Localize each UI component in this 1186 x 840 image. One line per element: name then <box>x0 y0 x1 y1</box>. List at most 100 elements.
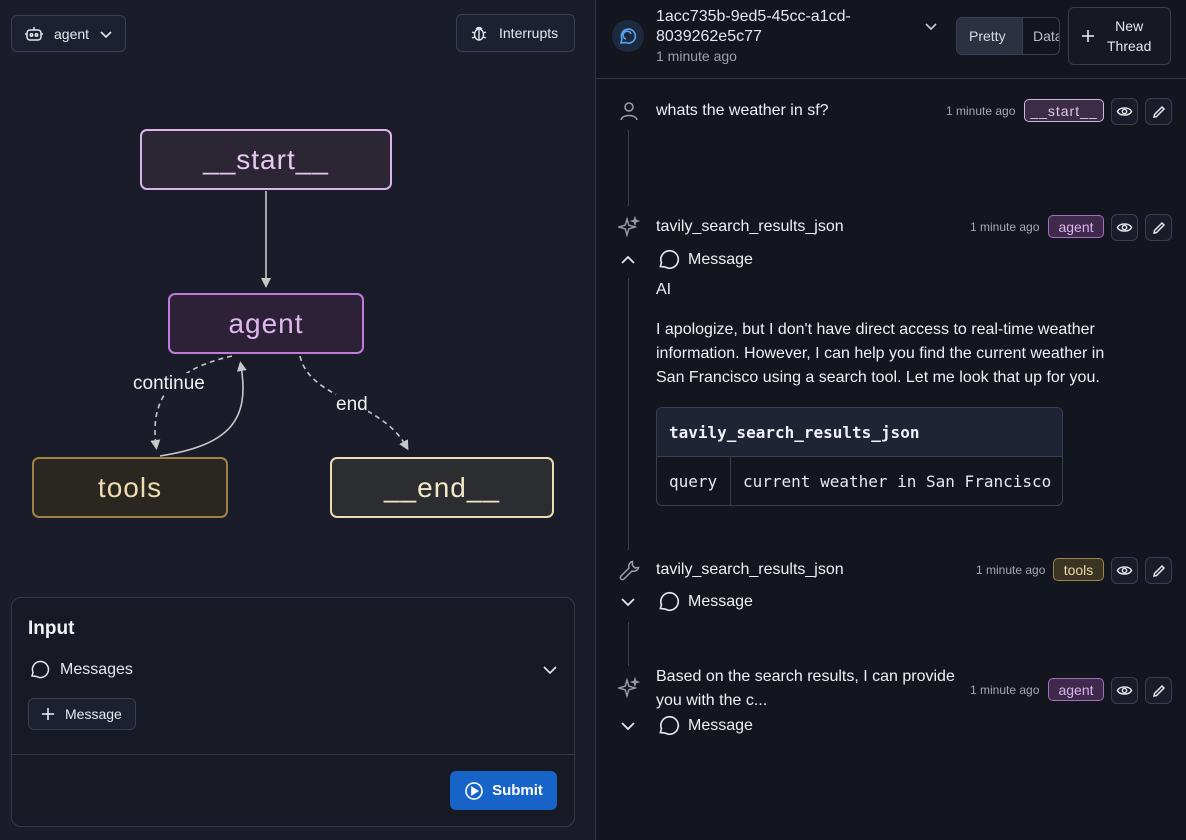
eye-icon <box>1116 566 1133 575</box>
robot-icon <box>25 26 43 41</box>
thread-chevron-down-icon[interactable] <box>924 19 938 33</box>
node-badge: tools <box>1053 558 1104 581</box>
graph-selector-label: agent <box>54 25 90 42</box>
input-divider <box>12 754 574 755</box>
message-body-line: San Francisco using a search tool. Let m… <box>656 369 1100 386</box>
new-thread-button[interactable]: New Thread <box>1068 7 1171 65</box>
message-type-text: Message <box>688 593 753 610</box>
chevron-up-icon[interactable] <box>620 252 636 268</box>
view-button[interactable] <box>1111 98 1138 125</box>
message-body: I apologize, but I don't have direct acc… <box>656 318 1104 390</box>
plus-icon <box>1082 30 1094 42</box>
message-text: tavily_search_results_json <box>656 218 844 235</box>
timeline-line <box>628 622 629 666</box>
thread-id-line2: 8039262e5c77 <box>656 28 762 45</box>
node-badge: __start__ <box>1024 99 1104 122</box>
sparkle-icon <box>618 677 640 699</box>
message-body-line: information. However, I can help you fin… <box>656 345 1105 362</box>
graph-node-agent-label: agent <box>228 307 304 339</box>
message-text-line: you with the c... <box>656 692 768 709</box>
graph-node-agent[interactable]: agent <box>168 293 364 354</box>
chevron-down-icon <box>543 666 557 675</box>
submit-button[interactable]: Submit <box>450 771 557 810</box>
graph-selector[interactable]: agent <box>11 15 126 52</box>
eye-icon <box>1116 686 1133 695</box>
graph-node-end-label: __end__ <box>383 471 500 503</box>
sparkle-icon <box>618 216 640 238</box>
node-badge: agent <box>1048 215 1104 238</box>
view-pretty-tab[interactable]: Pretty <box>957 18 1022 54</box>
message-type-label: Message <box>656 590 753 614</box>
add-message-label: Message <box>65 706 122 722</box>
messages-field-toggle[interactable]: Messages <box>28 658 558 682</box>
eye-icon <box>1116 107 1133 116</box>
thread-id-line1: 1acc735b-9ed5-45cc-a1cd- <box>656 8 851 25</box>
graph-panel: agent Interrupts __start__ agent tools _… <box>0 0 595 827</box>
edit-button[interactable] <box>1145 98 1172 125</box>
view-data-tab[interactable]: Data <box>1022 18 1059 54</box>
edge-label-end: end <box>336 394 368 416</box>
tool-arg-key: query <box>657 457 731 505</box>
message-time: 1 minute ago <box>976 563 1046 577</box>
eye-icon <box>1116 223 1133 232</box>
chat-bubble-icon <box>31 660 50 679</box>
view-button[interactable] <box>1111 677 1138 704</box>
thread-bubble-icon <box>619 28 637 44</box>
message-text: Based on the search results, I can provi… <box>656 665 955 713</box>
chat-bubble-icon <box>659 715 680 736</box>
thread-icon <box>612 20 644 52</box>
message-time: 1 minute ago <box>946 104 1016 118</box>
thread-header: 1acc735b-9ed5-45cc-a1cd- 8039262e5c77 1 … <box>596 0 1186 79</box>
play-circle-icon <box>465 781 483 800</box>
message-time: 1 minute ago <box>970 683 1040 697</box>
graph-node-tools[interactable]: tools <box>32 457 228 518</box>
pencil-icon <box>1152 564 1165 577</box>
tool-arg-value: current weather in San Francisco <box>743 472 1052 491</box>
chevron-down-icon <box>100 30 112 38</box>
interrupts-button[interactable]: Interrupts <box>456 14 575 52</box>
chevron-down-icon[interactable] <box>620 718 636 734</box>
graph-canvas: __start__ agent tools __end__ continue e… <box>0 0 595 580</box>
chat-bubble-icon <box>659 249 680 270</box>
message-text: tavily_search_results_json <box>656 561 844 578</box>
add-message-button[interactable]: Message <box>28 698 136 730</box>
graph-node-tools-label: tools <box>97 471 163 503</box>
edit-button[interactable] <box>1145 677 1172 704</box>
timeline-line <box>628 278 629 550</box>
message-time: 1 minute ago <box>970 220 1040 234</box>
pencil-icon <box>1152 221 1165 234</box>
edge-tools-agent <box>159 361 247 457</box>
message-type-text: Message <box>688 717 753 734</box>
chat-bubble-icon <box>659 591 680 612</box>
message-type-label: Message <box>656 248 753 272</box>
wrench-icon <box>619 560 640 581</box>
new-thread-label-line2: Thread <box>1107 38 1152 54</box>
new-thread-label: New Thread <box>1107 16 1151 56</box>
view-pretty-label: Pretty <box>969 28 1006 44</box>
tool-call-name: tavily_search_results_json <box>657 408 1062 457</box>
thread-time: 1 minute ago <box>656 48 737 64</box>
node-badge: agent <box>1048 678 1104 701</box>
edge-agent-tools <box>150 355 233 450</box>
view-toggle: Pretty Data <box>956 17 1060 55</box>
message-text: whats the weather in sf? <box>656 102 829 119</box>
view-button[interactable] <box>1111 214 1138 241</box>
thread-id[interactable]: 1acc735b-9ed5-45cc-a1cd- 8039262e5c77 <box>656 7 886 47</box>
edit-button[interactable] <box>1145 214 1172 241</box>
edit-button[interactable] <box>1145 557 1172 584</box>
submit-label: Submit <box>492 782 543 799</box>
view-button[interactable] <box>1111 557 1138 584</box>
view-data-label: Data <box>1033 28 1059 44</box>
edge-label-continue: continue <box>133 373 205 395</box>
user-icon <box>620 102 638 121</box>
panel-divider[interactable] <box>595 0 596 840</box>
message-text-line: Based on the search results, I can provi… <box>656 668 955 685</box>
graph-node-start[interactable]: __start__ <box>140 129 392 190</box>
chevron-down-icon[interactable] <box>620 594 636 610</box>
input-panel: Input Messages Message Submit <box>11 597 575 827</box>
thread-panel: 1acc735b-9ed5-45cc-a1cd- 8039262e5c77 1 … <box>596 0 1186 840</box>
message-type-label: Message <box>656 714 753 738</box>
tool-call-table: tavily_search_results_json query current… <box>656 407 1063 506</box>
pencil-icon <box>1152 105 1165 118</box>
graph-node-end[interactable]: __end__ <box>330 457 554 518</box>
